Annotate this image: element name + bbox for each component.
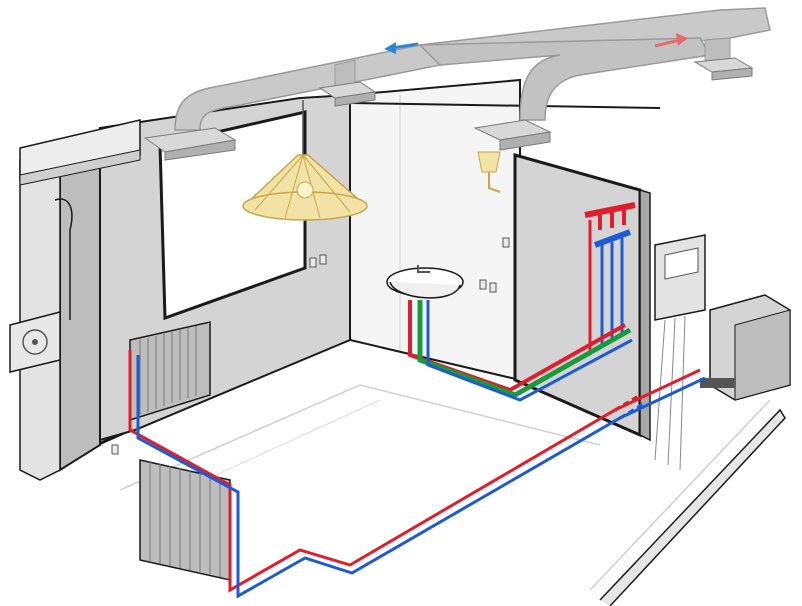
- radiator: [129, 321, 211, 422]
- ceiling-diffuser: [473, 119, 552, 151]
- wall-sconce: [477, 151, 501, 193]
- fan-unit: [9, 311, 61, 373]
- washbasin: [386, 265, 464, 299]
- ceiling-diffuser: [693, 57, 754, 81]
- air-conditioner-indoor-unit: [19, 119, 141, 320]
- wall-socket: [111, 237, 510, 455]
- ceiling-diffuser: [143, 127, 237, 161]
- ventilation-duct: [174, 7, 771, 131]
- right-wall: [513, 153, 651, 442]
- pendant-lamp: [242, 100, 368, 221]
- underfloor-pipe-loop: [128, 350, 706, 599]
- airflow-arrow-icon: [654, 33, 688, 48]
- bathroom-pipes: [408, 300, 633, 402]
- ceiling-diffuser: [318, 81, 377, 107]
- back-wall: [349, 78, 661, 382]
- airflow-arrow-icon: [384, 42, 419, 54]
- water-manifold: [584, 202, 636, 355]
- radiator: [139, 459, 231, 581]
- boiler-unit: [700, 294, 791, 401]
